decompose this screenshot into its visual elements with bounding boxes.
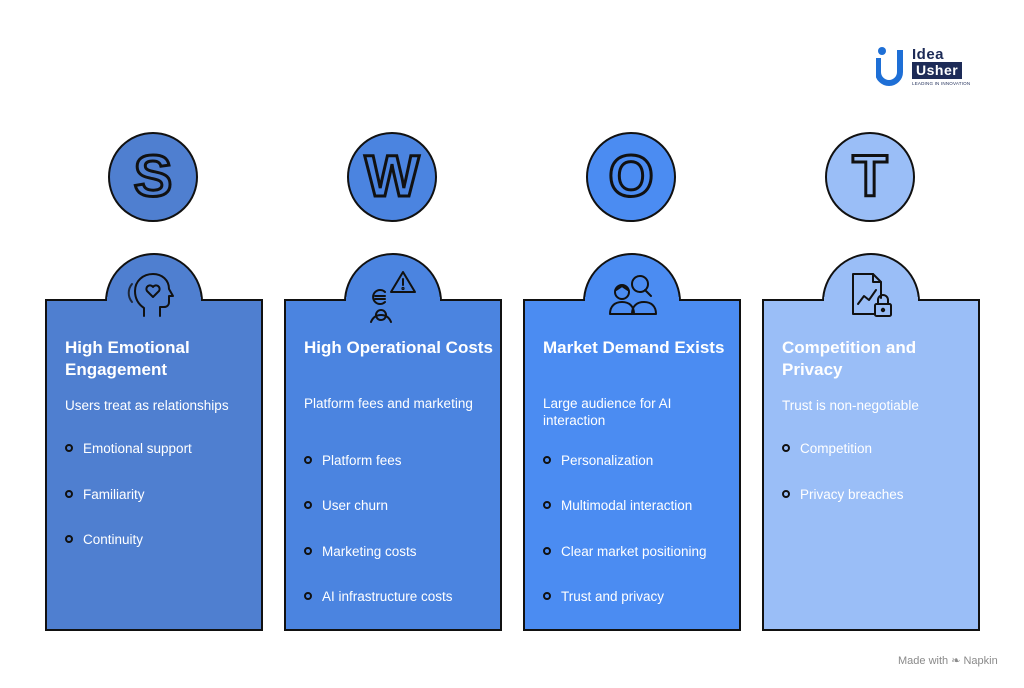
card-title: High Operational Costs bbox=[304, 338, 493, 357]
bullet-icon bbox=[304, 547, 312, 555]
list-item: Familiarity bbox=[65, 485, 257, 505]
secure-document-icon bbox=[852, 273, 892, 317]
tab-join bbox=[107, 297, 201, 303]
letter-circle-o: O bbox=[586, 132, 676, 222]
tab-join bbox=[346, 297, 440, 303]
card-title: Market Demand Exists bbox=[543, 338, 725, 357]
bullet-icon bbox=[543, 592, 551, 600]
bullet-icon bbox=[543, 456, 551, 464]
list-item: Trust and privacy bbox=[543, 587, 735, 607]
audience-icon bbox=[609, 275, 657, 315]
idea-usher-logo: Idea Usher LEADING IN INNOVATION bbox=[876, 44, 982, 90]
footer-text: Made with bbox=[898, 655, 949, 667]
list-item: Multimodal interaction bbox=[543, 496, 735, 516]
bullet-icon bbox=[65, 444, 73, 452]
heart-head-icon bbox=[127, 273, 174, 317]
tab-join bbox=[585, 297, 679, 303]
bullet-icon bbox=[543, 501, 551, 509]
card-subtitle: Trust is non-negotiable bbox=[782, 398, 919, 413]
card-title: Competition and Privacy bbox=[782, 338, 917, 379]
card-subtitle: Large audience for AI interaction bbox=[543, 396, 672, 428]
logo-tagline: LEADING IN INNOVATION bbox=[912, 81, 971, 86]
letter-circle-t: T bbox=[825, 132, 915, 222]
list-item: Marketing costs bbox=[304, 542, 496, 562]
card-opportunities: Market Demand Exists Large audience for … bbox=[523, 299, 741, 631]
list-item: AI infrastructure costs bbox=[304, 587, 496, 607]
list-item: Clear market positioning bbox=[543, 542, 735, 562]
list-item: Competition bbox=[782, 439, 974, 459]
list-item: User churn bbox=[304, 496, 496, 516]
tab-join bbox=[824, 297, 918, 303]
list-item: Continuity bbox=[65, 530, 257, 550]
card-title: High Emotional Engagement bbox=[65, 338, 190, 379]
list-item: Emotional support bbox=[65, 439, 257, 459]
bullet-icon bbox=[543, 547, 551, 555]
card-subtitle: Users treat as relationships bbox=[65, 398, 229, 413]
card-threats: Competition and Privacy Trust is non-neg… bbox=[762, 299, 980, 631]
letter-circle-w: W bbox=[347, 132, 437, 222]
bullet-icon bbox=[65, 535, 73, 543]
logo-word-idea: Idea bbox=[912, 46, 945, 63]
card-strengths: High Emotional Engagement Users treat as… bbox=[45, 299, 263, 631]
bullet-icon bbox=[782, 444, 790, 452]
logo-word-usher: Usher bbox=[912, 62, 963, 79]
letter-t: T bbox=[851, 144, 889, 209]
card-weaknesses: High Operational Costs Platform fees and… bbox=[284, 299, 502, 631]
napkin-icon: ❧ bbox=[951, 655, 961, 667]
bullet-icon bbox=[65, 490, 73, 498]
footer-brand: Napkin bbox=[963, 655, 998, 667]
letter-w: W bbox=[363, 144, 421, 209]
bullet-icon bbox=[304, 592, 312, 600]
letter-o: O bbox=[607, 144, 655, 209]
bullet-icon bbox=[782, 490, 790, 498]
bullet-icon bbox=[304, 456, 312, 464]
list-item: Privacy breaches bbox=[782, 485, 974, 505]
logo-u-icon bbox=[876, 47, 903, 86]
bullet-icon bbox=[304, 501, 312, 509]
list-item: Personalization bbox=[543, 451, 735, 471]
cost-warning-icon bbox=[370, 271, 416, 323]
letter-s: S bbox=[132, 144, 174, 209]
letter-circle-s: S bbox=[108, 132, 198, 222]
made-with-napkin: Made with ❧ Napkin bbox=[898, 654, 998, 667]
card-subtitle: Platform fees and marketing bbox=[304, 396, 473, 411]
list-item: Platform fees bbox=[304, 451, 496, 471]
